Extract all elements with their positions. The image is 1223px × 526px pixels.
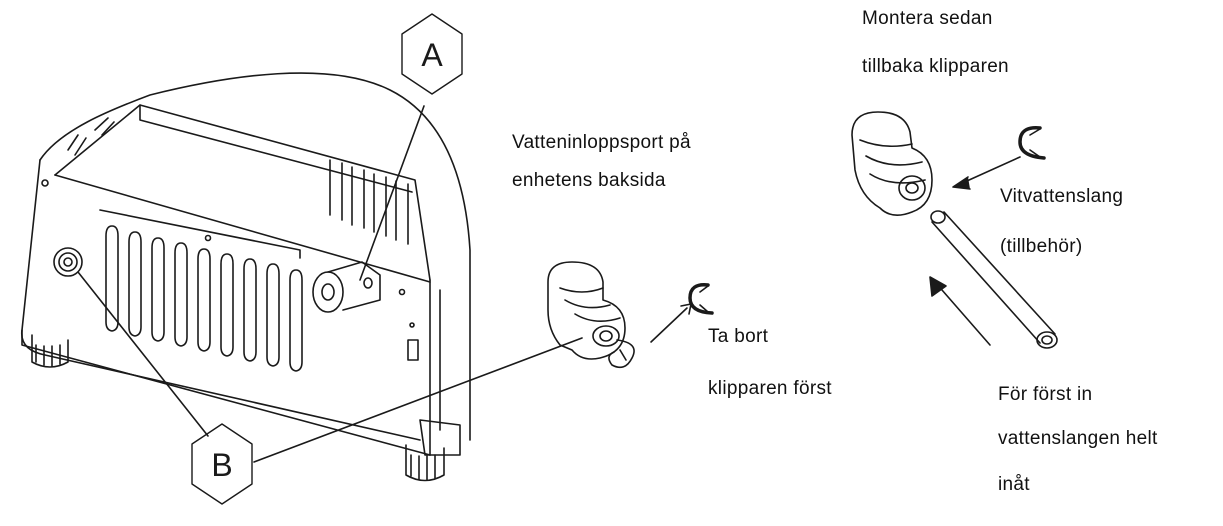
callout-a-letter: A bbox=[421, 37, 443, 73]
callout-a bbox=[359, 13, 463, 281]
callout-b bbox=[77, 271, 583, 505]
label-water-inlet-line2: enhetens baksida bbox=[512, 170, 666, 191]
water-inlet-port bbox=[53, 247, 83, 277]
label-insert-hose-line1: För först in bbox=[998, 384, 1093, 405]
label-insert-hose-line2: vattenslangen helt bbox=[998, 428, 1158, 449]
appliance-body bbox=[20, 72, 471, 482]
callout-b-letter: B bbox=[211, 447, 232, 483]
arrow-insert-hose bbox=[929, 276, 991, 346]
label-remove-clip-line2: klipparen först bbox=[708, 378, 832, 399]
clip-middle bbox=[688, 283, 714, 315]
label-hose-line1: Vitvattenslang bbox=[1000, 186, 1124, 207]
label-water-inlet-line1: Vatteninloppsport på bbox=[512, 132, 691, 153]
arrow-remove-clip bbox=[650, 303, 692, 343]
label-hose-line2: (tillbehör) bbox=[1000, 236, 1083, 257]
inlet-fitting-right bbox=[851, 111, 933, 216]
label-refit-clip-line1: Montera sedan bbox=[862, 8, 993, 29]
side-vents bbox=[105, 225, 303, 372]
port-a-fitting bbox=[312, 261, 381, 313]
feet bbox=[31, 334, 461, 482]
label-remove-clip-line1: Ta bort bbox=[708, 326, 769, 347]
water-hose bbox=[930, 210, 1058, 349]
label-insert-hose-line3: inåt bbox=[998, 474, 1030, 495]
label-refit-clip-line2: tillbaka klipparen bbox=[862, 56, 1009, 77]
arrow-refit-clip bbox=[952, 156, 1021, 190]
inlet-fitting-middle bbox=[547, 261, 635, 369]
clip-right bbox=[1018, 126, 1046, 160]
